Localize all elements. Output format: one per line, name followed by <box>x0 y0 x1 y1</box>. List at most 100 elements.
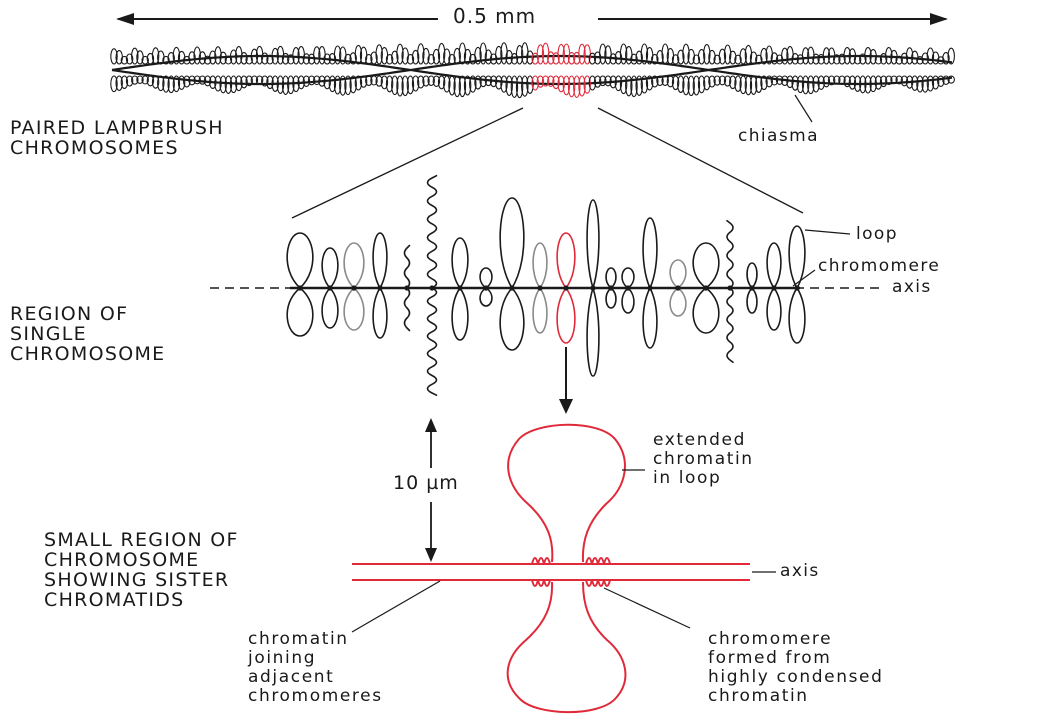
zoom-lines-upper <box>292 108 803 218</box>
chromomere-dot <box>509 285 514 290</box>
lateral-loop <box>480 288 492 306</box>
chromatin-joining-label: chromatin joining adjacent chromomeres <box>248 630 383 706</box>
lateral-loop <box>480 268 492 288</box>
chromomere-dot <box>537 285 542 290</box>
chromomere-dot <box>590 285 595 290</box>
lateral-loop <box>643 218 657 288</box>
lateral-loop <box>670 288 686 316</box>
axis-label-small: axis <box>780 562 820 581</box>
chromomere-dot <box>625 285 630 290</box>
chromomere-line: formed from <box>708 649 884 668</box>
chromomere-dot <box>771 285 776 290</box>
chromomere-dot <box>404 285 409 290</box>
chromomere-dot <box>483 285 488 290</box>
chromomere-dot <box>794 285 799 290</box>
chromomere-dot <box>608 285 613 290</box>
lateral-loops <box>287 176 805 396</box>
upper-loop <box>508 425 625 562</box>
extended-chromatin-label: extended chromatin in loop <box>653 431 754 488</box>
lateral-loop <box>606 268 616 288</box>
lateral-loop <box>622 268 634 288</box>
chromomere-dot <box>297 285 302 290</box>
lateral-loop <box>643 288 657 348</box>
paired-title-line: PAIRED LAMPBRUSH <box>10 118 224 138</box>
small-title-line: SMALL REGION OF <box>44 530 239 550</box>
small-title-line: SHOWING SISTER <box>44 570 239 590</box>
chromomere-dot <box>749 285 754 290</box>
micron-label: 10 µm <box>393 473 459 493</box>
lateral-loop <box>322 248 338 288</box>
small-title-line: CHROMATIDS <box>44 590 239 610</box>
single-title-line: SINGLE <box>10 324 165 344</box>
lateral-loop <box>727 288 733 362</box>
chromomere-dot <box>429 285 434 290</box>
lateral-loop <box>747 288 757 313</box>
lower-loop <box>508 582 626 712</box>
lateral-loop <box>557 288 575 343</box>
lateral-loop <box>287 288 313 336</box>
chromomere-line: chromatin <box>708 687 884 706</box>
chromomere-dot <box>727 285 732 290</box>
lateral-loop <box>606 288 616 308</box>
lateral-loop <box>428 176 437 288</box>
loop-label: loop <box>856 225 898 244</box>
lateral-loop <box>727 221 733 288</box>
lateral-loop <box>533 288 547 333</box>
paired-title-line: CHROMOSOMES <box>10 138 224 158</box>
single-title: REGION OF SINGLE CHROMOSOME <box>10 304 165 364</box>
lateral-loop <box>373 233 387 288</box>
lateral-loop <box>747 263 757 288</box>
lateral-loop <box>693 243 719 288</box>
magnify-arrow <box>559 347 573 414</box>
chromomere-line: highly condensed <box>708 668 884 687</box>
extended-line: in loop <box>653 469 754 488</box>
small-panel-leaders <box>352 470 776 632</box>
lateral-loop <box>789 288 805 343</box>
lateral-loop <box>373 288 387 338</box>
small-region-title: SMALL REGION OF CHROMOSOME SHOWING SISTE… <box>44 530 239 610</box>
single-title-line: REGION OF <box>10 304 165 324</box>
single-title-line: CHROMOSOME <box>10 344 165 364</box>
chromomere-formed-label: chromomere formed from highly condensed … <box>708 630 884 706</box>
chromomere-dot <box>377 285 382 290</box>
chromomere-dot <box>647 285 652 290</box>
lateral-loop <box>452 238 468 288</box>
small-title-line: CHROMOSOME <box>44 550 239 570</box>
lateral-loop <box>287 233 313 288</box>
lateral-loop <box>428 288 437 395</box>
lateral-loop <box>587 288 599 376</box>
lateral-loop <box>767 243 781 288</box>
extended-line: chromatin <box>653 450 754 469</box>
joining-line: chromatin <box>248 630 383 649</box>
chromomere-dot <box>563 285 568 290</box>
axis-label-single: axis <box>892 278 932 297</box>
lateral-loop <box>557 233 575 288</box>
paired-lampbrush-chromosomes <box>111 43 955 122</box>
chromomere-dot <box>703 285 708 290</box>
scale-label: 0.5 mm <box>453 6 536 26</box>
lateral-loop <box>452 288 468 340</box>
chromomere-line: chromomere <box>708 630 884 649</box>
joining-line: adjacent <box>248 668 383 687</box>
lateral-loop <box>622 288 634 313</box>
chromomere-dot <box>675 285 680 290</box>
chromomere-dot <box>327 285 332 290</box>
chiasma-label: chiasma <box>738 127 819 146</box>
joining-line: chromomeres <box>248 687 383 706</box>
lateral-loop <box>500 288 524 350</box>
lateral-loop <box>533 243 547 288</box>
chromomere-label: chromomere <box>818 257 940 276</box>
chromomere-dot <box>457 285 462 290</box>
lateral-loop <box>322 288 338 328</box>
lateral-loop <box>670 260 686 288</box>
lateral-loop <box>500 198 524 288</box>
lateral-loop <box>767 288 781 330</box>
lateral-loop <box>344 243 364 288</box>
lateral-loop <box>405 288 410 331</box>
joining-line: joining <box>248 649 383 668</box>
lateral-loop <box>405 246 410 289</box>
lateral-loop <box>344 288 364 330</box>
lateral-loop <box>693 288 719 333</box>
paired-title: PAIRED LAMPBRUSH CHROMOSOMES <box>10 118 224 158</box>
